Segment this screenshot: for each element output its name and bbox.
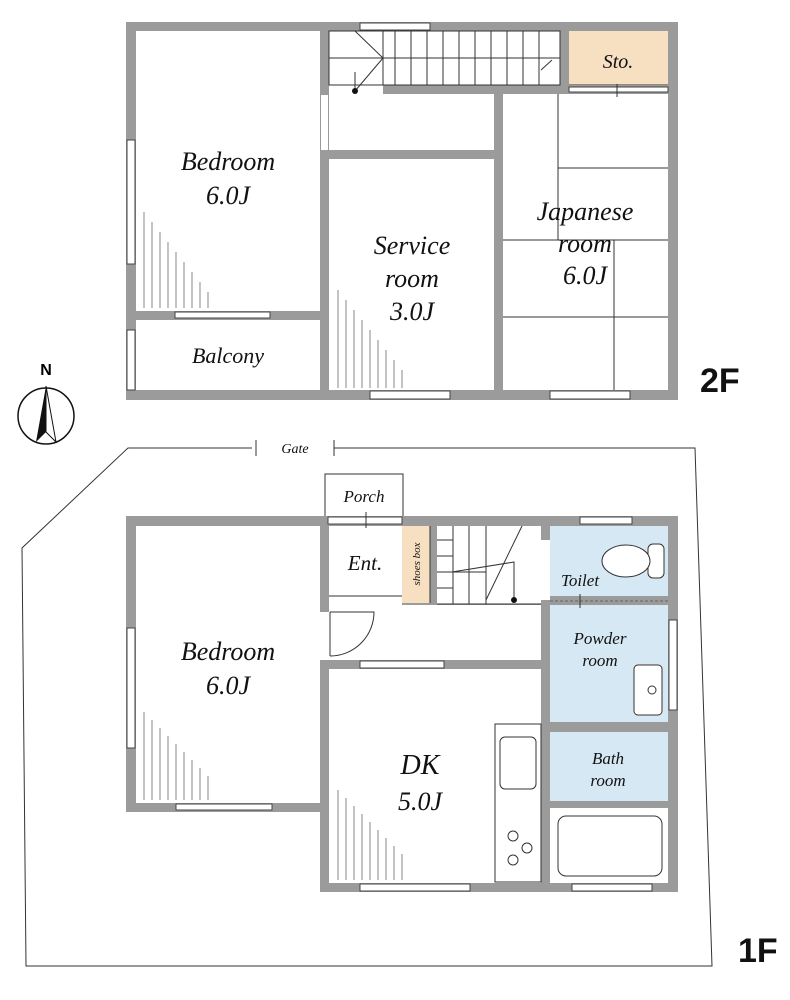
north-compass: N: [17, 362, 75, 445]
dk-name: DK: [400, 750, 441, 781]
japanese-room-name2: room: [558, 229, 612, 258]
japanese-room: [503, 94, 668, 390]
sink-icon: [633, 664, 663, 716]
service-room-name2: room: [385, 264, 439, 293]
stairs-2f: [328, 30, 561, 92]
entrance: [329, 526, 402, 596]
north-label: N: [40, 362, 52, 379]
toilet-icon: [601, 543, 665, 579]
bath-room: [550, 732, 668, 798]
bath-room-name2: room: [590, 771, 625, 790]
closet-hatch-2f-bedroom: [143, 212, 209, 308]
powder-room-name2: room: [582, 651, 617, 670]
shoes-box-name: shoes box: [411, 542, 423, 585]
bedroom-2f-size: 6.0J: [206, 181, 252, 210]
closet-hatch-dk: [337, 790, 403, 880]
kitchen-counter: [494, 723, 542, 883]
japanese-room-name: Japanese: [537, 197, 634, 226]
bedroom-1f: [136, 526, 320, 803]
closet-hatch-1f-bedroom: [143, 712, 209, 800]
entrance-name: Ent.: [347, 551, 382, 575]
service-room: [329, 159, 494, 390]
service-room-size: 3.0J: [389, 297, 436, 326]
porch: [324, 473, 404, 519]
closet-hatch-service: [337, 290, 403, 388]
stove-icon: [507, 830, 533, 866]
shoes-box: [402, 526, 430, 603]
balcony-name: Balcony: [192, 343, 264, 368]
storage-name: Sto.: [603, 51, 634, 73]
floor-label-2f: 2F: [700, 362, 740, 400]
floor-label-1f: 1F: [738, 932, 778, 970]
second-floor: Bedroom 6.0J Balcony Service room 3.0J J…: [126, 22, 740, 400]
dk-size: 5.0J: [398, 787, 444, 816]
bedroom-1f-size: 6.0J: [206, 671, 252, 700]
toilet-name: Toilet: [561, 571, 600, 590]
bedroom-2f: [136, 31, 320, 311]
first-floor: Bedroom 6.0J DK 5.0J Ent. Porch shoes bo…: [126, 473, 778, 970]
door-swing: [329, 611, 375, 657]
balcony: [136, 320, 320, 390]
porch-name: Porch: [343, 487, 385, 506]
stairs-1f: [437, 525, 541, 605]
kitchen-sink-icon: [499, 736, 537, 790]
gate-label: Gate: [281, 442, 308, 457]
bedroom-1f-name: Bedroom: [181, 637, 275, 666]
powder-room-name: Powder: [573, 629, 627, 648]
bedroom-2f-name: Bedroom: [181, 147, 275, 176]
storage: [569, 31, 668, 85]
japanese-room-size: 6.0J: [563, 261, 609, 290]
tatami-lines: [503, 94, 668, 390]
service-room-name: Service: [374, 231, 451, 260]
site-boundary: Gate: [21, 440, 713, 967]
bathtub-icon: [557, 815, 663, 877]
bath-room-name: Bath: [592, 749, 624, 768]
